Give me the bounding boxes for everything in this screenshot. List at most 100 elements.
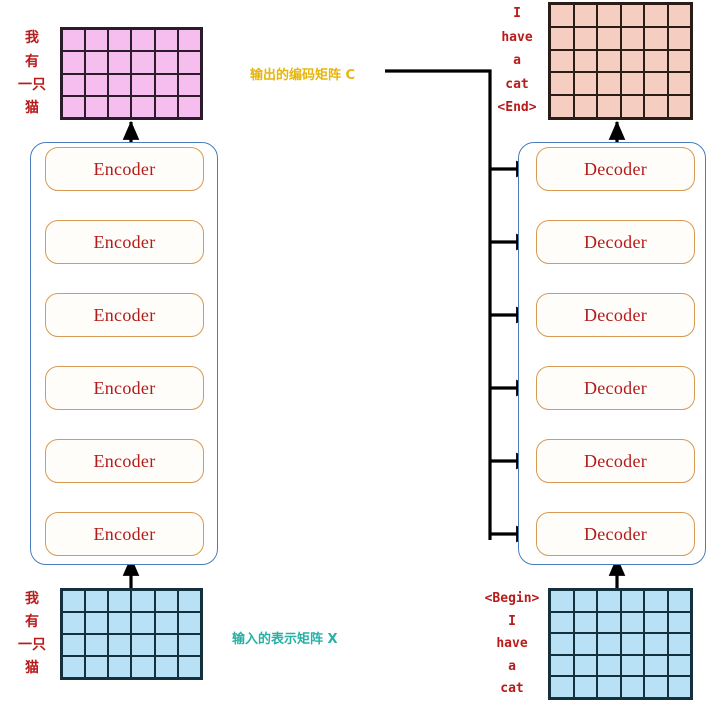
matrix-cell — [177, 29, 201, 52]
matrix-cell — [108, 51, 132, 74]
matrix-cell — [620, 49, 644, 73]
matrix-cell — [154, 29, 178, 52]
matrix-cell — [597, 654, 621, 677]
matrix-cell — [597, 590, 621, 612]
matrix-cell — [154, 656, 178, 678]
matrix-cell — [644, 611, 668, 634]
matrix-cell — [62, 634, 86, 656]
matrix-cell — [550, 611, 574, 634]
matrix-cell — [62, 29, 86, 52]
token-label: cat — [500, 680, 524, 696]
matrix-cell — [62, 590, 86, 612]
decoder-block-label: Decoder — [583, 158, 648, 179]
matrix-cell — [667, 611, 691, 634]
encoder-block-5[interactable]: Encoder — [45, 439, 204, 483]
matrix-cell — [620, 26, 644, 50]
matrix-cell — [85, 29, 109, 52]
matrix-cell — [131, 612, 155, 634]
decoder-block-label: Decoder — [583, 377, 648, 398]
encoding-matrix-caption: 输出的编码矩阵 C — [250, 68, 356, 83]
token-label: 猫 — [25, 660, 39, 677]
token-label: 有 — [25, 614, 39, 631]
token-label: 一只 — [18, 76, 46, 93]
matrix-cell — [573, 590, 597, 612]
matrix-cell — [85, 634, 109, 656]
input-matrix-caption: 输入的表示矩阵 X — [232, 632, 338, 647]
matrix-cell — [597, 95, 621, 118]
matrix-cell — [667, 633, 691, 655]
decoder-block-6[interactable]: Decoder — [536, 512, 695, 556]
encoder-block-3[interactable]: Encoder — [45, 293, 204, 337]
decoder-block-3[interactable]: Decoder — [536, 293, 695, 337]
matrix-cell — [62, 612, 86, 634]
token-label: <End> — [497, 100, 537, 116]
encoder-block-label: Encoder — [93, 158, 156, 179]
matrix-cell — [62, 51, 86, 74]
matrix-cell — [177, 634, 201, 656]
encoding-matrix-c — [60, 27, 203, 120]
matrix-cell — [573, 633, 597, 655]
matrix-cell — [620, 676, 644, 698]
matrix-cell — [644, 633, 668, 655]
matrix-cell — [573, 654, 597, 677]
token-label: cat — [505, 76, 529, 92]
matrix-cell — [62, 656, 86, 678]
token-label: I — [508, 613, 516, 629]
encoder-block-label: Encoder — [93, 304, 156, 325]
matrix-cell — [667, 49, 691, 73]
matrix-cell — [550, 4, 574, 27]
decoder-block-5[interactable]: Decoder — [536, 439, 695, 483]
matrix-cell — [620, 654, 644, 677]
encoder-block-6[interactable]: Encoder — [45, 512, 204, 556]
matrix-cell — [177, 73, 201, 96]
matrix-cell — [154, 634, 178, 656]
encoder-block-4[interactable]: Encoder — [45, 366, 204, 410]
matrix-cell — [550, 49, 574, 73]
matrix-cell — [108, 612, 132, 634]
matrix-cell — [573, 26, 597, 50]
matrix-cell — [667, 676, 691, 698]
matrix-cell — [131, 73, 155, 96]
token-label: have — [496, 636, 528, 652]
matrix-cell — [154, 51, 178, 74]
matrix-cell — [154, 590, 178, 612]
token-label: <Begin> — [484, 591, 540, 607]
token-label: I — [513, 5, 521, 21]
decoder-block-1[interactable]: Decoder — [536, 147, 695, 191]
decoder-block-label: Decoder — [583, 231, 648, 252]
matrix-cell — [573, 611, 597, 634]
matrix-cell — [108, 29, 132, 52]
matrix-cell — [573, 95, 597, 118]
encoder-block-2[interactable]: Encoder — [45, 220, 204, 264]
matrix-cell — [177, 612, 201, 634]
matrix-cell — [85, 590, 109, 612]
matrix-cell — [550, 676, 574, 698]
matrix-cell — [644, 72, 668, 96]
decoder-block-label: Decoder — [583, 304, 648, 325]
matrix-cell — [620, 72, 644, 96]
matrix-cell — [597, 49, 621, 73]
matrix-cell — [177, 656, 201, 678]
input-matrix-x — [60, 588, 203, 680]
matrix-cell — [131, 634, 155, 656]
matrix-cell — [131, 590, 155, 612]
matrix-cell — [620, 590, 644, 612]
matrix-cell — [550, 95, 574, 118]
matrix-cell — [550, 654, 574, 677]
matrix-cell — [131, 95, 155, 118]
encoder-block-1[interactable]: Encoder — [45, 147, 204, 191]
decoder-block-4[interactable]: Decoder — [536, 366, 695, 410]
decoder-block-label: Decoder — [583, 450, 648, 471]
token-label: have — [501, 29, 533, 45]
matrix-cell — [667, 26, 691, 50]
matrix-cell — [550, 633, 574, 655]
matrix-cell — [667, 72, 691, 96]
matrix-cell — [573, 4, 597, 27]
matrix-cell — [573, 72, 597, 96]
matrix-cell — [667, 4, 691, 27]
decoder-block-2[interactable]: Decoder — [536, 220, 695, 264]
token-label: 猫 — [25, 100, 39, 117]
matrix-cell — [550, 26, 574, 50]
token-label: 我 — [25, 30, 39, 47]
